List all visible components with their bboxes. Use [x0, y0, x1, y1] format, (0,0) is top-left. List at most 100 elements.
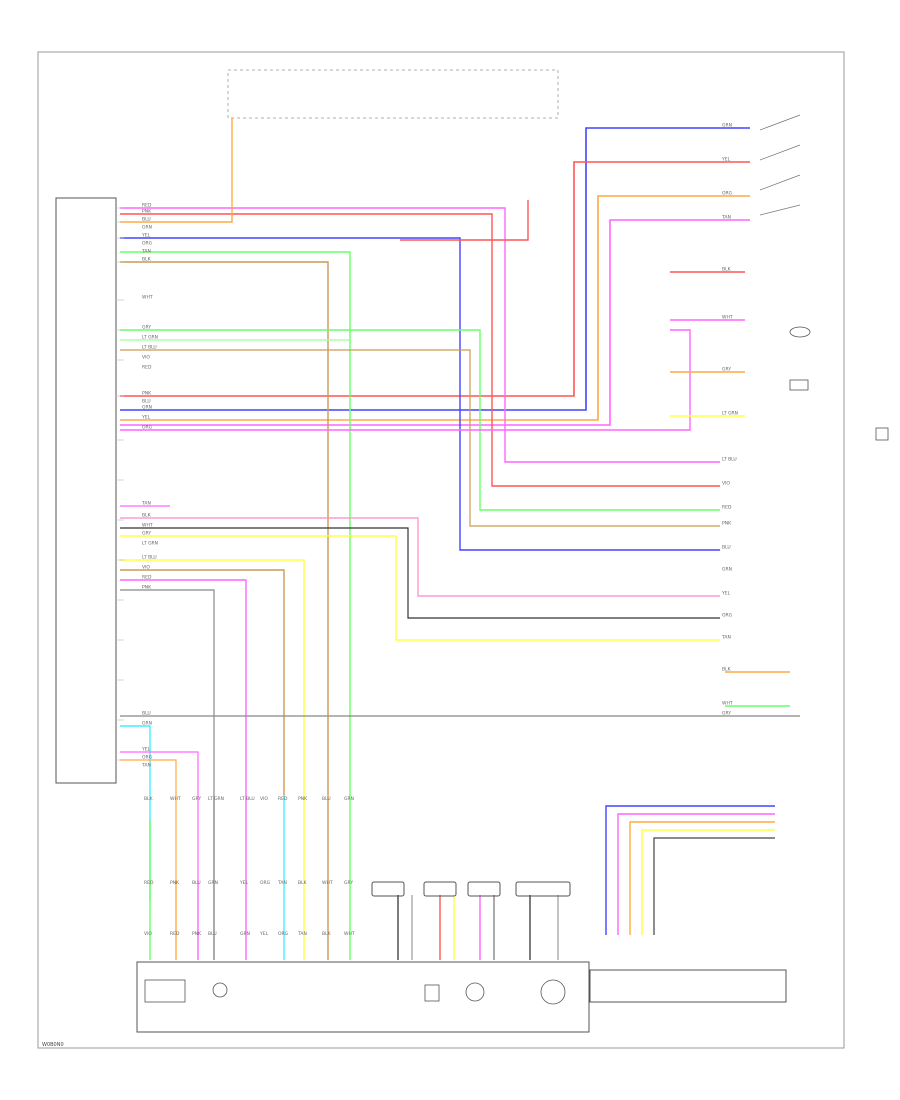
- wire-color-label: RED: [278, 796, 288, 802]
- wire-color-label: GRN: [722, 123, 732, 129]
- wire-color-label: RED: [722, 505, 732, 511]
- wire-color-label: BLK: [322, 931, 332, 937]
- wire-color-label: LT GRN: [722, 411, 738, 417]
- wire-color-label: TAN: [297, 931, 307, 937]
- wire-color-label: ORG: [142, 425, 153, 431]
- wire-color-label: PNK: [142, 209, 152, 215]
- wire-color-label: GRN: [344, 796, 354, 802]
- wire-color-label: LT GRN: [142, 541, 158, 547]
- wire-color-label: RED: [170, 931, 180, 937]
- wire-color-label: YEL: [239, 880, 249, 886]
- wire-orange-br: [629, 821, 775, 935]
- corner-code: W0B0N0: [42, 1042, 64, 1048]
- wire-black-1: [120, 527, 720, 619]
- wire-color-label: BLK: [144, 796, 154, 802]
- wire-color-label: GRY: [722, 711, 731, 717]
- wire-color-label: LT BLU: [142, 345, 157, 351]
- wire-color-label: ORG: [260, 880, 271, 886]
- wire-color-label: YEL: [141, 747, 151, 753]
- wire-color-label: BLK: [722, 267, 732, 273]
- wire-pink-4: [120, 517, 720, 597]
- main-control-module: [55, 197, 117, 784]
- wire-green-1: [120, 251, 351, 795]
- wire-color-label: ORG: [142, 755, 153, 761]
- wire-pink-1: [120, 207, 720, 463]
- wire-color-label: TAN: [277, 880, 287, 886]
- wire-color-label: BLU: [142, 711, 151, 717]
- wire-gray-1: [120, 589, 215, 795]
- wire-color-label: WHT: [170, 796, 181, 802]
- wire-color-label: GRY: [344, 880, 353, 886]
- wire-color-label: ORG: [722, 191, 733, 197]
- wire-color-label: PNK: [298, 796, 308, 802]
- combination-meter-panel: [136, 961, 590, 1033]
- bottom-vertical-wires: [149, 795, 559, 960]
- wire-color-label: PNK: [142, 585, 152, 591]
- wire-color-label: WHT: [142, 295, 153, 301]
- wire-color-label: PNK: [142, 391, 152, 397]
- wire-color-label: TAN: [721, 635, 731, 641]
- wire-color-label: ORG: [722, 613, 733, 619]
- meter-gauges: [144, 979, 566, 1005]
- right-seat-switch: [759, 114, 801, 216]
- wire-pink-6: [120, 751, 199, 880]
- wire-tan-3: [120, 569, 285, 795]
- wire-color-label: BLU: [142, 399, 151, 405]
- wire-color-label: RED: [142, 365, 152, 371]
- wire-color-label: VIO: [144, 931, 152, 937]
- wire-color-label: BLU: [192, 880, 201, 886]
- wire-color-label: TAN: [141, 249, 151, 255]
- wire-color-label: BLK: [142, 513, 152, 519]
- wire-tan-2: [120, 349, 720, 527]
- wire-color-label: YEL: [141, 233, 151, 239]
- wire-blue-br: [605, 805, 775, 935]
- wire-color-label: TAN: [141, 763, 151, 769]
- wire-color-label: BLK: [142, 257, 152, 263]
- wire-color-label: LT GRN: [208, 796, 224, 802]
- wire-color-label: WHT: [722, 701, 733, 707]
- wire-green-2: [120, 329, 720, 511]
- wire-color-label: GRN: [240, 931, 250, 937]
- wire-color-label: VIO: [142, 355, 150, 361]
- wire-color-label: WHT: [344, 931, 355, 937]
- wire-color-label: GRY: [142, 531, 151, 537]
- wire-color-label: RED: [144, 880, 154, 886]
- wire-color-label: GRY: [722, 367, 731, 373]
- wire-color-label: YEL: [259, 931, 269, 937]
- wire-orange-2: [120, 759, 177, 880]
- wire-red-2: [400, 200, 529, 241]
- wire-pink-2: [120, 329, 691, 431]
- wire-color-label: GRY: [142, 325, 151, 331]
- wire-color-label: ORG: [142, 241, 153, 247]
- wire-harness: [120, 118, 800, 935]
- diagnosis-connector: [589, 969, 787, 1003]
- wire-color-label: LT BLU: [142, 555, 157, 561]
- wire-yellow-br: [641, 829, 775, 935]
- wire-color-label: WHT: [322, 880, 333, 886]
- right-components: [789, 326, 889, 441]
- diagram-frame: [37, 51, 845, 1049]
- wire-color-label: TAN: [141, 501, 151, 507]
- wire-blue-1: [120, 237, 720, 551]
- wire-red-top: [120, 161, 750, 397]
- wire-color-label: LT BLU: [240, 796, 255, 802]
- micro-labels: W0B0N0: [42, 1042, 64, 1048]
- wire-color-label: BLU: [322, 796, 331, 802]
- wire-color-label: GRN: [142, 721, 152, 727]
- wire-orange-1: [120, 118, 233, 223]
- wire-color-label: ORG: [278, 931, 289, 937]
- wire-color-label: GRN: [722, 567, 732, 573]
- wire-color-label: BLK: [722, 667, 732, 673]
- wire-color-label: BLU: [208, 931, 217, 937]
- wire-color-label: GRN: [208, 880, 218, 886]
- wire-black-br: [653, 837, 775, 935]
- wire-color-label: PNK: [192, 931, 202, 937]
- wire-color-label: BLU: [722, 545, 731, 551]
- wire-color-label: GRY: [192, 796, 201, 802]
- wire-color-label: WHT: [142, 523, 153, 529]
- wire-color-label: BLU: [142, 217, 151, 223]
- wire-orange-top: [120, 195, 750, 421]
- wire-color-label: YEL: [141, 415, 151, 421]
- wire-color-label: YEL: [721, 157, 731, 163]
